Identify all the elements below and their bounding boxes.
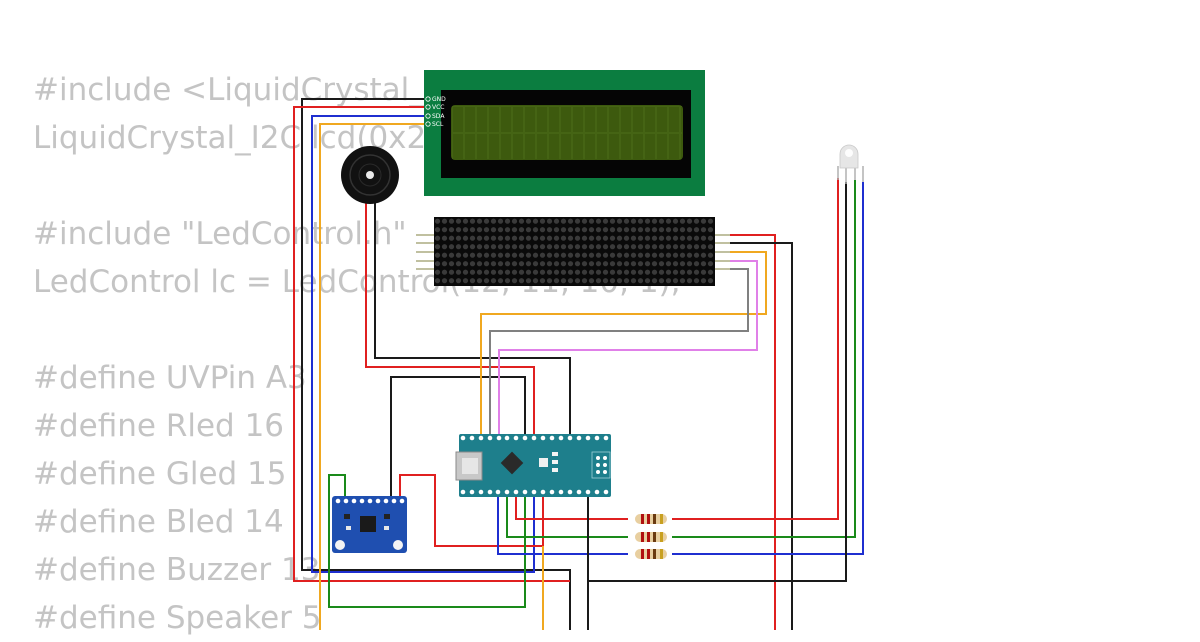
lcd-pin-vcc: VCC: [432, 104, 444, 111]
wire-mpu-gnd: [390, 376, 526, 496]
wire-buzzer-red: [365, 196, 535, 440]
code-line: #define Bled 14: [33, 504, 284, 540]
nano-icsp: [591, 451, 611, 479]
wires: [293, 98, 864, 630]
wire-nano-blue-res: [497, 490, 628, 555]
wire-matrix-red: [716, 234, 776, 630]
nano-bottom-header: [460, 489, 609, 495]
mpu6050-sensor[interactable]: [332, 496, 407, 553]
lcd-pin-gnd: GND: [432, 96, 446, 103]
arduino-nano[interactable]: [455, 434, 611, 497]
nano-reset-button: [539, 458, 548, 467]
wire-lcd-sda: [311, 115, 535, 573]
resistor-blue: [635, 549, 667, 559]
mpu-chip: [360, 516, 376, 532]
resistor-green: [635, 532, 667, 542]
wire-matrix-pink: [498, 260, 758, 440]
led-matrix[interactable]: [416, 217, 730, 286]
resistors[interactable]: [635, 514, 667, 559]
wire-lcd-scl: [319, 123, 428, 630]
nano-chip: [500, 451, 524, 475]
wire-matrix-orange: [480, 251, 767, 440]
buzzer[interactable]: [341, 146, 399, 204]
resistor-red: [635, 514, 667, 524]
wire-mpu-green: [328, 474, 526, 608]
wire-nano-red-res: [515, 490, 628, 520]
wire-led-gnd: [587, 182, 847, 582]
wire-matrix-gray: [489, 268, 749, 440]
lcd-pin-scl: SCL: [432, 121, 444, 128]
wire-buzzer-black: [374, 196, 571, 440]
wire-lcd-gnd: [301, 98, 571, 630]
rgb-led[interactable]: [837, 144, 864, 184]
nano-top-header: [460, 435, 609, 441]
matrix-left-pins: [416, 234, 434, 270]
code-line: #define Gled 15: [33, 456, 287, 492]
wire-matrix-black: [716, 242, 793, 630]
code-line: #define Rled 16: [33, 408, 285, 444]
wire-res-green-led: [672, 180, 856, 538]
wire-res-blue-led: [672, 182, 864, 555]
lcd-pins: GND VCC SDA SCL: [425, 96, 446, 128]
wire-res-red-led: [672, 178, 839, 520]
lcd-pin-sda: SDA: [432, 113, 445, 120]
matrix-right-pins: [714, 234, 730, 270]
code-line: #define Buzzer 13: [33, 552, 321, 588]
lcd-display[interactable]: GND VCC SDA SCL: [424, 70, 705, 196]
wire-lcd-vcc: [293, 106, 570, 582]
code-line: #define UVPin A3: [33, 360, 307, 396]
